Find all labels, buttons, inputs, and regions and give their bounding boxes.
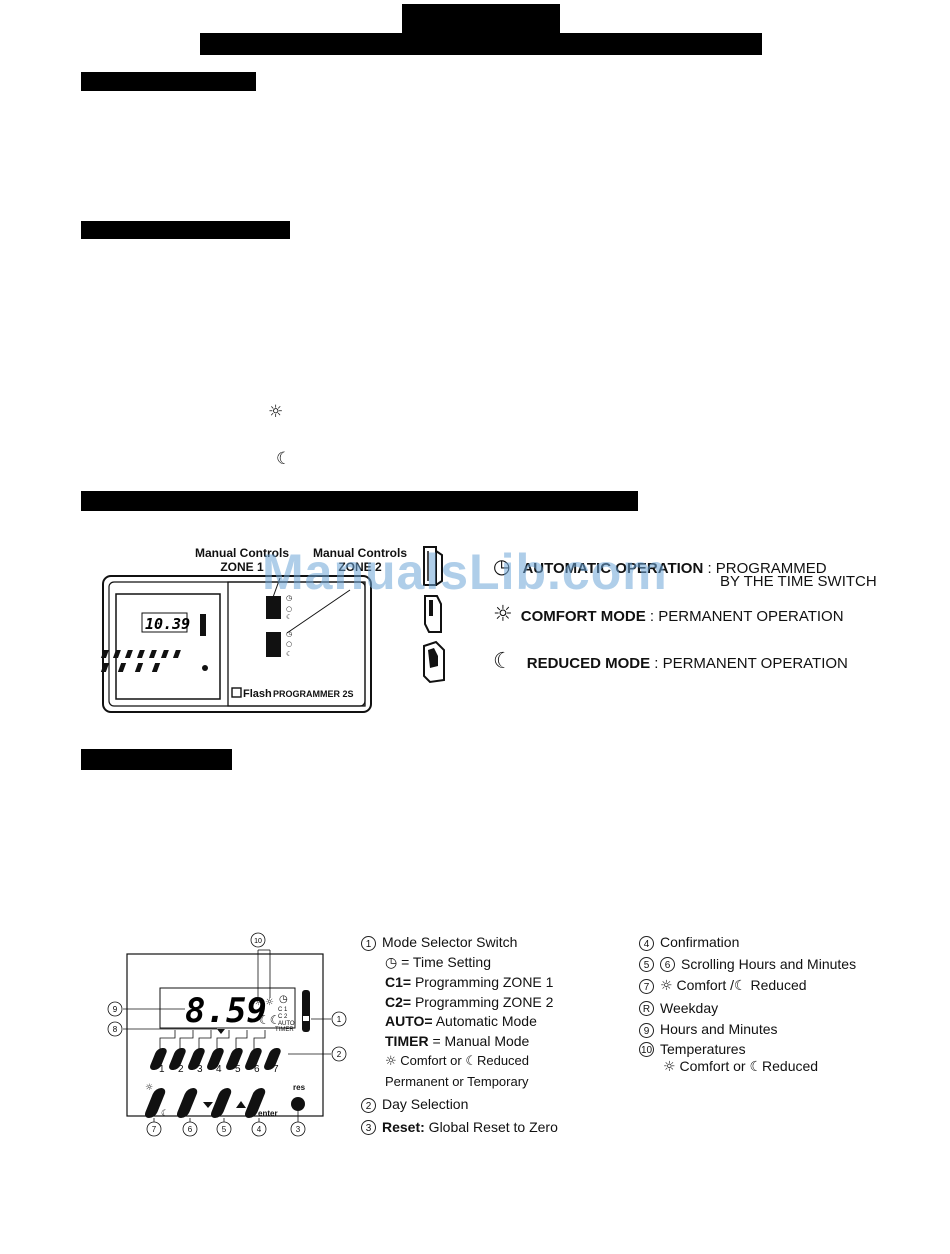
svg-text:☾: ☾: [286, 650, 292, 658]
section-bar-4: [81, 749, 232, 770]
svg-text:5: 5: [222, 1125, 227, 1134]
device-programmer-illustration: 10.39 ◷ ○ ☾ ◷ ○ ☾ Flash PROGRAMMER 2S: [100, 575, 372, 713]
svg-text:res: res: [293, 1083, 306, 1092]
sun-icon: ☼: [493, 602, 513, 627]
svg-text:1: 1: [159, 1064, 165, 1075]
svg-text:TIMER: TIMER: [275, 1027, 294, 1033]
legend-item-1c: C2= Programming ZONE 2: [385, 993, 554, 1010]
legend-item-1d: AUTO= Automatic Mode: [385, 1013, 537, 1029]
svg-text:enter: enter: [258, 1109, 278, 1118]
svg-text:☼: ☼: [145, 1083, 153, 1093]
section-bar-3: [81, 491, 638, 511]
moon-icon: ☾: [493, 649, 513, 674]
callout-zone1: Manual Controls ZONE 1: [194, 546, 289, 574]
moon-icon: ☾: [276, 449, 292, 469]
section-bar-1: [81, 72, 256, 91]
svg-text:☼: ☼: [254, 997, 263, 1008]
svg-text:2: 2: [337, 1050, 342, 1059]
legend-item-1b: C1= Programming ZONE 1: [385, 974, 554, 990]
svg-text:PROGRAMMER 2S: PROGRAMMER 2S: [273, 689, 354, 699]
control-panel-diagram: 8.59 ☼ ☼ ☾☾ ◷ C 1 C 2 AUTO TIMER 1 10 9 …: [107, 932, 347, 1137]
svg-text:8: 8: [113, 1025, 118, 1034]
title-bar: [200, 33, 762, 55]
svg-text:○: ○: [286, 640, 292, 648]
svg-text:10: 10: [254, 938, 262, 945]
svg-text:☾: ☾: [286, 613, 292, 621]
svg-text:3: 3: [197, 1064, 203, 1075]
legend-item-10a: ☼ Comfort or ☾Reduced: [663, 1057, 819, 1075]
sun-icon: ☼: [385, 1054, 397, 1069]
callout-zone2: Manual Controls ZONE 2: [312, 546, 407, 574]
svg-text:◷: ◷: [286, 594, 293, 602]
watermark: ManualsLib.com: [262, 544, 668, 600]
svg-text:4: 4: [216, 1064, 222, 1075]
svg-text:10.39: 10.39: [145, 615, 190, 633]
switch-comfort-icon: [424, 595, 442, 633]
svg-text:☾☾: ☾☾: [259, 1013, 281, 1027]
svg-text:◷: ◷: [286, 630, 293, 638]
svg-text:6: 6: [254, 1064, 260, 1075]
title-bar-top: [402, 4, 560, 34]
svg-text:7: 7: [152, 1125, 157, 1134]
switch-auto-icon: [423, 546, 443, 586]
legend-item-1g: Permanent or Temporary: [385, 1073, 529, 1089]
sun-icon: ☼: [663, 1058, 676, 1075]
svg-text:Flash: Flash: [243, 688, 272, 700]
svg-text:3: 3: [296, 1125, 301, 1134]
legend-item-1a: ◷ = Time Setting: [385, 953, 491, 971]
svg-text:1: 1: [337, 1015, 342, 1024]
mode-auto: ◷AUTOMATIC OPERATION : PROGRAMMED: [493, 554, 827, 578]
moon-icon: ☾: [734, 978, 747, 994]
svg-text:◷: ◷: [279, 994, 288, 1005]
mode-reduced: ☾REDUCED MODE : PERMANENT OPERATION: [493, 649, 848, 674]
svg-text:☼: ☼: [265, 997, 274, 1008]
clock-icon: ◷: [493, 554, 511, 578]
clock-icon: ◷: [385, 954, 398, 971]
svg-text:2: 2: [178, 1064, 184, 1075]
svg-text:☾: ☾: [161, 1109, 169, 1119]
section-bar-2: [81, 221, 290, 239]
legend-item-7: 7☼ Comfort /☾ Reduced: [639, 975, 856, 998]
svg-text:6: 6: [188, 1125, 193, 1134]
moon-icon: ☾: [749, 1058, 763, 1075]
svg-text:8.59: 8.59: [185, 991, 267, 1031]
legend-item-1f: ☼ Comfort or ☾Reduced: [385, 1053, 530, 1069]
switch-reduced-icon: [423, 640, 445, 684]
svg-text:AUTO: AUTO: [278, 1021, 295, 1027]
sun-icon: ☼: [660, 978, 673, 994]
mode-comfort: ☼COMFORT MODE : PERMANENT OPERATION: [493, 602, 844, 627]
moon-icon: ☾: [465, 1054, 477, 1069]
svg-text:9: 9: [113, 1005, 118, 1014]
legend-item-1e: TIMER = Manual Mode: [385, 1032, 530, 1049]
svg-text:4: 4: [257, 1125, 262, 1134]
svg-text:○: ○: [286, 605, 292, 613]
svg-text:C 2: C 2: [278, 1014, 288, 1020]
svg-text:C 1: C 1: [278, 1007, 288, 1013]
svg-text:7: 7: [273, 1064, 279, 1075]
svg-text:5: 5: [235, 1064, 241, 1075]
mode-auto-desc2: BY THE TIME SWITCH: [720, 573, 877, 590]
sun-icon: ☼: [268, 402, 284, 422]
